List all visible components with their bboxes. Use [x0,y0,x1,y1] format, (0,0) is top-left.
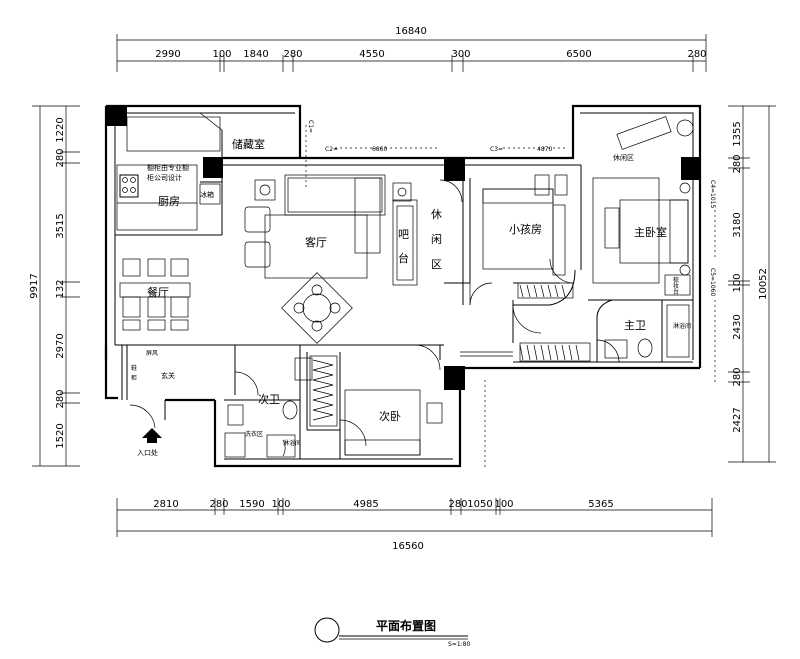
label-kitchen: 厨房 [158,195,180,208]
callout-tags: C1= C2= 6860 C3= 4870 C4=1015 C5=1060 [307,120,716,296]
dim-right-seg: 280 [732,154,743,173]
label-cabinet-note: 柜公司设计 [147,173,182,182]
label-second-bath: 次卫 [258,392,280,406]
tag-c3-value: 4870 [537,146,552,153]
closet-hatching [519,284,580,361]
dim-right-seg: 1355 [732,121,743,146]
second-bedroom-furniture [309,355,443,456]
dim-left-seg: 3515 [55,213,66,238]
tag-c3: C3= [490,146,503,153]
label-leisure: 区 [431,258,442,271]
label-master-bedroom: 主卧室 [634,225,667,239]
dim-top-seg: 1840 [243,49,268,60]
dim-bottom-seg: 1050 [467,499,492,510]
second-bath-fixtures [224,357,313,458]
dim-top-seg: 280 [687,49,706,60]
dim-right-seg: 280 [732,367,743,386]
label-dressing: 妆 [673,282,679,290]
kitchen-fixtures [116,164,221,231]
dim-left-total: 9917 [29,273,40,298]
dim-bottom-seg: 2810 [153,499,178,510]
label-shoe: 柜 [131,374,137,382]
label-master-bath: 主卫 [624,319,646,332]
dim-top-seg: 6500 [566,49,591,60]
dim-bottom-seg: 4985 [353,499,378,510]
dim-top-seg: 300 [451,49,470,60]
label-laundry: 洗衣区 [245,430,263,438]
title-scale: S=1:80 [448,641,470,648]
storage-room [126,112,223,152]
label-fridge: 冰箱 [200,190,214,199]
dimension-bottom: 2810 280 1590 100 4985 280 1050 100 5365… [116,498,713,552]
doors [129,179,620,457]
dimension-right: 1355 280 3180 100 2430 280 2427 10052 [728,105,776,463]
dim-left-seg: 280 [55,148,66,167]
dim-left-seg: 1520 [55,423,66,448]
dim-left-seg: 1220 [55,117,66,142]
dining-furniture [119,258,191,331]
dim-top-total: 16840 [395,26,427,37]
tag-c4: C4=1015 [709,180,716,208]
dim-bottom-seg: 280 [209,499,228,510]
label-bar: 吧 [398,228,409,241]
dim-bottom-seg: 100 [271,499,290,510]
dim-bottom-seg: 5365 [588,499,613,510]
entrance-arrow-icon [142,428,162,443]
label-cabinet-note: 橱柜由专业橱 [147,163,189,172]
dim-top-seg: 2990 [155,49,180,60]
dim-bottom-seg: 100 [494,499,513,510]
label-kids-room: 小孩房 [509,223,542,236]
dim-left-seg: 2970 [55,333,66,358]
dim-top-seg: 280 [283,49,302,60]
master-room-furniture [592,116,694,296]
master-bath-fixtures [519,304,690,362]
dimension-left: 9917 1220 280 3515 132 2970 280 1520 [29,105,80,467]
dimension-top: 16840 2990 100 1840 280 4550 300 6500 28… [116,26,707,72]
tag-c2-value: 6860 [372,146,387,153]
dim-bottom-seg: 1590 [239,499,264,510]
living-furniture [244,174,418,344]
label-master-shower: 淋浴间 [673,322,691,330]
label-shoe: 鞋 [131,364,137,372]
label-dressing: 台 [673,288,679,296]
label-second-bedroom: 次卧 [379,409,401,423]
dim-bottom-seg: 280 [448,499,467,510]
dim-left-seg: 132 [55,279,66,298]
exterior-walls [104,104,702,468]
label-leisure: 休 [431,208,442,221]
tag-c2: C2= [325,146,338,153]
room-labels: 储藏室 橱柜由专业橱 柜公司设计 冰箱 厨房 客厅 吧 台 休 闲 区 小孩房 … [131,137,691,457]
label-storage: 储藏室 [232,137,265,151]
label-living: 客厅 [305,235,327,249]
interior-walls [115,130,693,459]
label-entrance-point: 入口处 [137,448,158,457]
label-shower-small: 淋浴间 [283,439,301,447]
title-main: 平面布置图 [376,618,436,633]
label-dressing: 梳 [673,276,679,284]
dim-right-total: 10052 [758,268,769,300]
dim-left-seg: 280 [55,389,66,408]
tag-c1: C1= [307,120,314,133]
dim-right-seg: 3180 [732,212,743,237]
kids-room-furniture [482,174,574,299]
tag-leaders [305,125,716,470]
label-balcony-leisure: 休闲区 [613,153,634,162]
structural-columns [106,106,700,390]
dim-bottom-total: 16560 [392,541,424,552]
label-bar: 台 [398,251,409,265]
dim-right-seg: 2430 [732,314,743,339]
label-screen: 屏风 [146,350,158,357]
label-leisure: 闲 [431,232,442,246]
dim-right-seg: 2427 [732,407,743,432]
drawing-title: 平面布置图 S=1:80 [314,617,470,648]
label-dining: 餐厅 [147,285,169,299]
dim-top-seg: 4550 [359,49,384,60]
tag-c5: C5=1060 [709,268,716,296]
label-entrance: 玄关 [161,371,175,380]
dim-right-seg: 100 [732,273,743,292]
dim-top-seg: 100 [212,49,231,60]
